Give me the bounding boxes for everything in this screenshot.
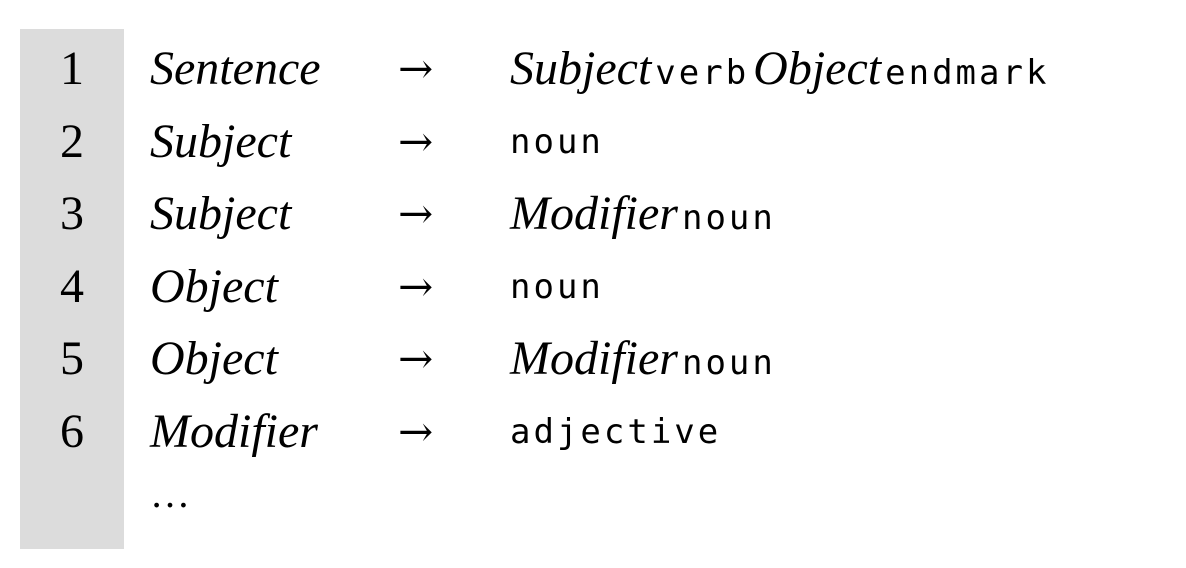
continuation-row: … xyxy=(0,464,1186,537)
production-arrow: → xyxy=(398,334,434,383)
grammar-rule: 1 Sentence → Subject verb Object endmark xyxy=(0,29,1186,102)
grammar-rule: 2 Subject → noun xyxy=(0,102,1186,175)
production-arrow: → xyxy=(398,44,434,93)
rule-number: 5 xyxy=(60,332,84,385)
rule-lhs: Object xyxy=(150,332,278,385)
grammar-rule: 6 Modifier → adjective xyxy=(0,392,1186,465)
rule-lhs: Object xyxy=(150,259,278,313)
nonterminal-symbol: Modifier xyxy=(510,187,678,240)
terminal-symbol: noun xyxy=(510,266,604,307)
grammar-rules: 1 Sentence → Subject verb Object endmark… xyxy=(0,29,1186,537)
nonterminal-symbol: Object xyxy=(753,42,882,95)
terminal-symbol: verb xyxy=(655,53,750,93)
rule-rhs: Modifier noun xyxy=(510,333,776,396)
production-arrow: → xyxy=(398,261,434,311)
terminal-symbol: noun xyxy=(681,343,776,383)
terminal-symbol: noun xyxy=(681,198,776,238)
rule-number: 6 xyxy=(60,404,84,458)
rule-number: 1 xyxy=(60,42,84,95)
rule-rhs: adjective xyxy=(510,406,721,465)
production-arrow: → xyxy=(398,406,434,456)
rule-rhs: noun xyxy=(510,261,604,320)
nonterminal-symbol: Subject xyxy=(510,42,652,95)
terminal-symbol: adjective xyxy=(510,411,722,452)
rule-number: 4 xyxy=(60,259,84,313)
line-number-gutter xyxy=(20,29,124,549)
rule-number: 3 xyxy=(60,187,84,240)
grammar-rule: 3 Subject → Modifier noun xyxy=(0,174,1186,247)
rule-rhs: Modifier noun xyxy=(510,188,776,251)
rule-lhs: Subject xyxy=(150,114,292,168)
terminal-symbol: noun xyxy=(510,121,604,162)
nonterminal-symbol: Modifier xyxy=(510,332,678,385)
production-arrow: → xyxy=(398,189,434,238)
rule-rhs: Subject verb Object endmark xyxy=(510,43,1049,106)
rule-lhs: Modifier xyxy=(150,404,318,458)
rule-lhs: Subject xyxy=(150,187,292,240)
terminal-symbol: endmark xyxy=(885,53,1050,93)
rule-rhs: noun xyxy=(510,116,604,175)
production-arrow: → xyxy=(398,116,434,166)
continuation-ellipsis: … xyxy=(150,471,196,516)
grammar-rule: 5 Object → Modifier noun xyxy=(0,319,1186,392)
grammar-rule: 4 Object → noun xyxy=(0,247,1186,320)
rule-number: 2 xyxy=(60,114,84,168)
rule-lhs: Sentence xyxy=(150,42,321,95)
